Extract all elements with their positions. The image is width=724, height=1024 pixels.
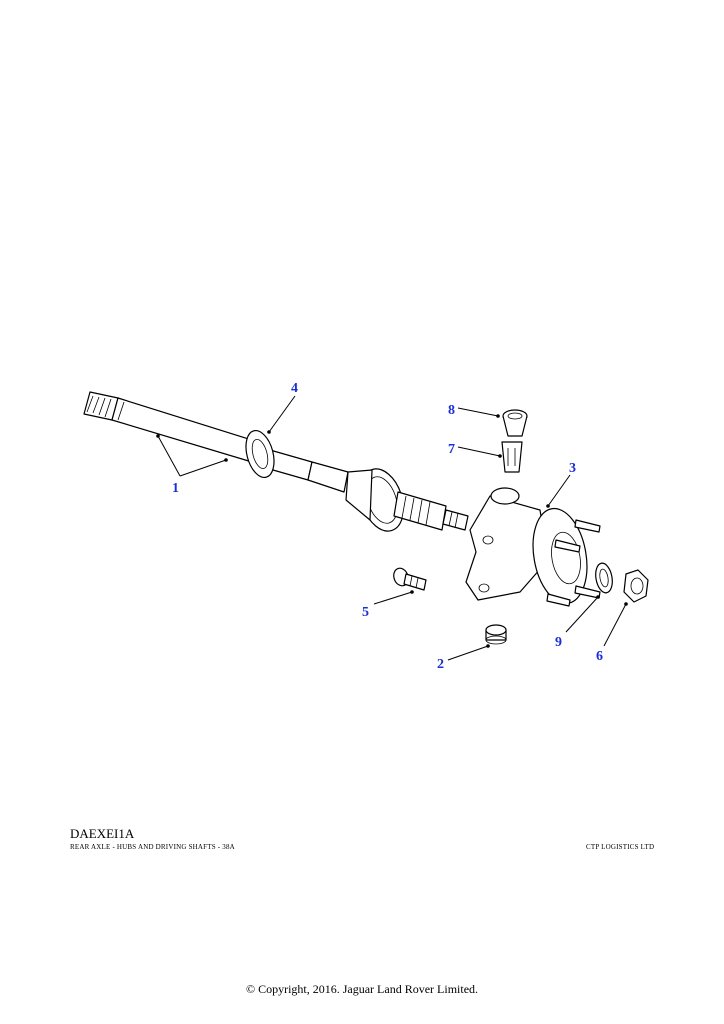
callout-2: 2 [437,657,444,672]
hub-assembly-part [465,487,601,607]
callout-7: 7 [448,442,455,457]
washer-part [595,562,613,594]
callout-5: 5 [362,605,369,620]
callout-3: 3 [569,461,576,476]
callout-9: 9 [555,635,562,650]
driving-shaft-part [83,391,469,532]
leader-lines [156,395,628,661]
diagram-code: DAEXEI1A [70,826,135,841]
diagram-caption: REAR AXLE - HUBS AND DRIVING SHAFTS - 38… [70,843,235,851]
callout-1: 1 [172,481,179,496]
callout-4: 4 [291,381,298,396]
callout-6: 6 [596,649,603,664]
slotted-pin-part [501,441,523,473]
company-name: CTP LOGISTICS LTD [586,843,655,851]
cap-part [485,624,507,645]
sleeve-part [502,409,528,437]
bolt-part [393,567,427,591]
copyright-notice: © Copyright, 2016. Jaguar Land Rover Lim… [245,982,479,996]
callout-8: 8 [448,403,455,418]
bearing-seal-part [245,429,275,479]
hub-nut-part [623,569,649,603]
